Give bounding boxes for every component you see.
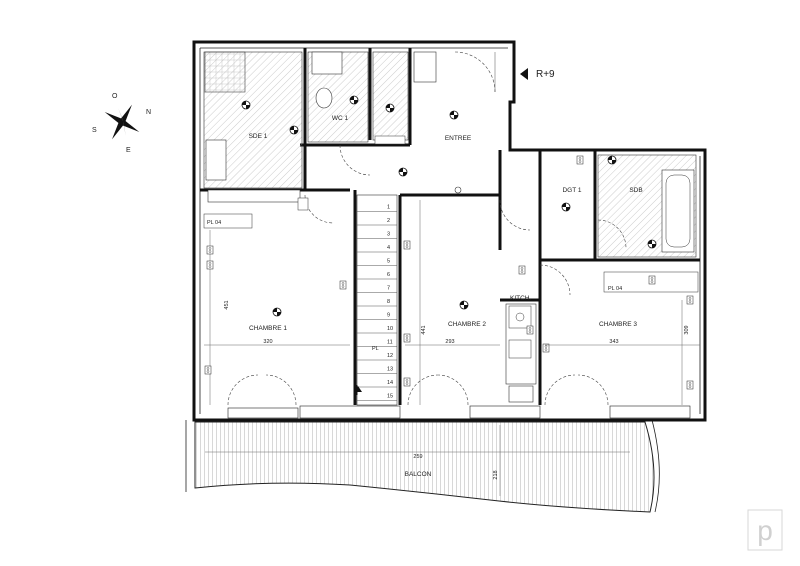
stair-number: 9 bbox=[387, 313, 390, 319]
dgt-label: DGT 1 bbox=[562, 187, 581, 194]
compass-n: N bbox=[146, 109, 151, 116]
entree: ENTREE bbox=[339, 51, 496, 194]
balcony: BALCON 259 218 bbox=[185, 419, 660, 513]
wc-room: WC 1 bbox=[307, 51, 369, 143]
ch1-width-dim: 320 bbox=[263, 339, 272, 345]
stair-number: 7 bbox=[387, 286, 390, 292]
stair-number: 15 bbox=[387, 394, 393, 400]
dgt: DGT 1 bbox=[539, 155, 584, 296]
compass-o: O bbox=[112, 93, 118, 100]
sde-bathroom: SDE 1 bbox=[203, 51, 303, 203]
brand-logo-letter: p bbox=[757, 515, 773, 546]
ch3-width-dim: 343 bbox=[609, 339, 618, 345]
chambre-3: PL 04 CHAMBRE 3 343 309 bbox=[544, 271, 700, 406]
balcon-label: BALCON bbox=[405, 471, 432, 478]
pl1-label: PL 04 bbox=[207, 220, 221, 226]
stair-number: 6 bbox=[387, 272, 390, 278]
kitchen-label: KITCH. bbox=[510, 295, 532, 302]
level-marker: R+9 bbox=[520, 68, 555, 80]
stair-number: 5 bbox=[387, 259, 390, 265]
stair-number: 10 bbox=[387, 326, 393, 332]
brand-logo: p bbox=[747, 509, 783, 551]
stair-number: 1 bbox=[387, 205, 390, 211]
compass-e: E bbox=[126, 147, 131, 154]
kitchen: KITCH. bbox=[505, 295, 550, 403]
pl3-label: PL 04 bbox=[608, 286, 622, 292]
stair-number: 12 bbox=[387, 353, 393, 359]
chambre-1: PL 04 320 451 CHAMBRE 1 bbox=[203, 194, 350, 406]
sdb-bathroom: SDB bbox=[597, 154, 697, 258]
balcon-depth-dim: 218 bbox=[493, 470, 499, 479]
stair-number: 3 bbox=[387, 232, 390, 238]
ch2-width-dim: 293 bbox=[445, 339, 454, 345]
compass-icon: N O S E bbox=[92, 93, 151, 154]
entree-label: ENTREE bbox=[445, 135, 472, 142]
stair-number: 8 bbox=[387, 299, 390, 305]
stair-pl-label: PL bbox=[372, 346, 379, 352]
balcon-width-dim: 259 bbox=[413, 454, 422, 460]
sdb-label: SDB bbox=[629, 187, 642, 194]
ch1-depth-dim: 451 bbox=[224, 300, 230, 309]
stair-number: 2 bbox=[387, 218, 390, 224]
ch3-depth-dim: 309 bbox=[684, 325, 690, 334]
wc-label: WC 1 bbox=[332, 115, 349, 122]
level-label: R+9 bbox=[536, 69, 555, 80]
ch2-depth-dim: 441 bbox=[421, 325, 427, 334]
chambre3-label: CHAMBRE 3 bbox=[599, 321, 637, 328]
chambre2-label: CHAMBRE 2 bbox=[448, 321, 486, 328]
compass-s: S bbox=[92, 127, 97, 134]
stair-number: 11 bbox=[387, 340, 393, 346]
storage-wc bbox=[372, 51, 409, 145]
stair-number: 4 bbox=[387, 245, 390, 251]
chambre1-label: CHAMBRE 1 bbox=[249, 325, 287, 332]
exterior-walls bbox=[192, 40, 707, 422]
sde-label: SDE 1 bbox=[249, 133, 268, 140]
stair-number: 14 bbox=[387, 380, 393, 386]
stair-number: 13 bbox=[387, 367, 393, 373]
chambre-2: CHAMBRE 2 293 441 bbox=[403, 199, 531, 406]
